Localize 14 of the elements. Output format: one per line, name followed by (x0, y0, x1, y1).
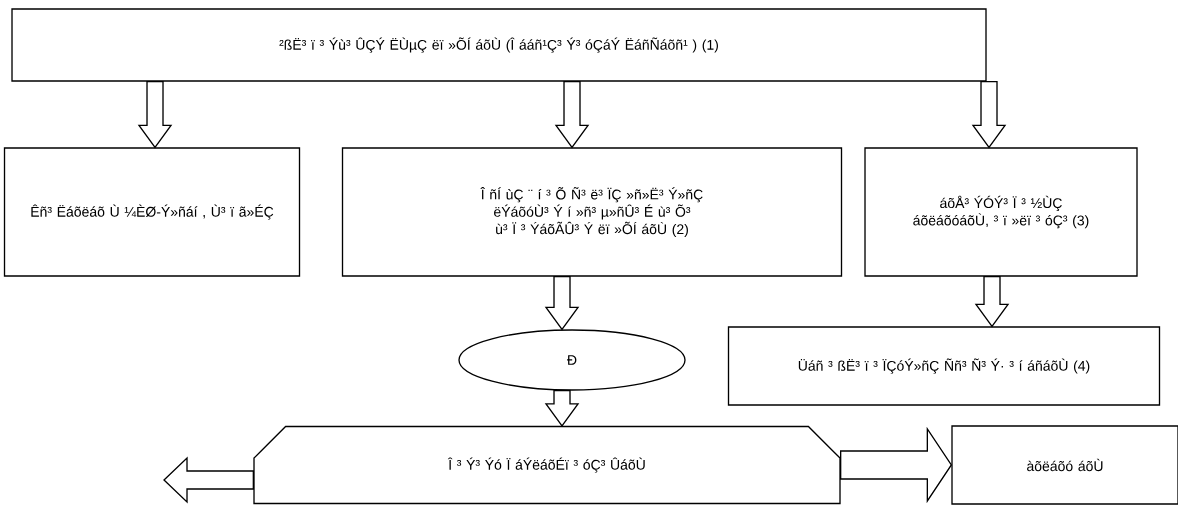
block-arrow (544, 276, 580, 331)
block-arrow (554, 81, 590, 149)
process-box: Êñ³ Ëáõëáõ Ù ¼ÈØ-Ý»ñáí , Ù³ ï ã»ÉÇ (3, 147, 301, 277)
block-arrow (137, 81, 173, 149)
block-arrow (840, 426, 953, 504)
process-box: Üáñ ³ ßË³ ï ³ ÏÇóÝ»ñÇ Ññ³ Ñ³ Ý· ³ í áñáõÙ (4) (727, 326, 1161, 406)
process-box: ²ßË³ ï ³ Ýù³ ÛÇÝ ËÙµÇ ëï »ÕÍ áõÙ (Î ááñ¹Ç³ Ý³ óÇáÝ ËáñÑáõñ¹ ) (1) (11, 8, 987, 82)
block-arrow (544, 390, 580, 427)
process-box: Î ñÍ ùÇ ¨ í ³ Õ Ñ³ ë³ ÏÇ »ñ»Ë³ Ý»ñÇ ëÝáõóÙ³ Ý í »ñ³ µ»ñÛ³ É ù³ Õ³ ù³ Ï ³ ÝáõÃÛ³ Ý ëï »ÕÍ áõÙ (2) (341, 147, 843, 277)
block-arrow (163, 456, 254, 504)
process-box: àõëáõó áõÙ (951, 425, 1178, 505)
block-arrow (974, 276, 1010, 328)
process-box: áõÅ³ ÝÓÝ³ Ï ³ ½ÙÇ áõëáõóáõÙ, ³ ï »ëï ³ óÇ³ (3) (864, 147, 1138, 277)
block-arrow (971, 81, 1007, 149)
